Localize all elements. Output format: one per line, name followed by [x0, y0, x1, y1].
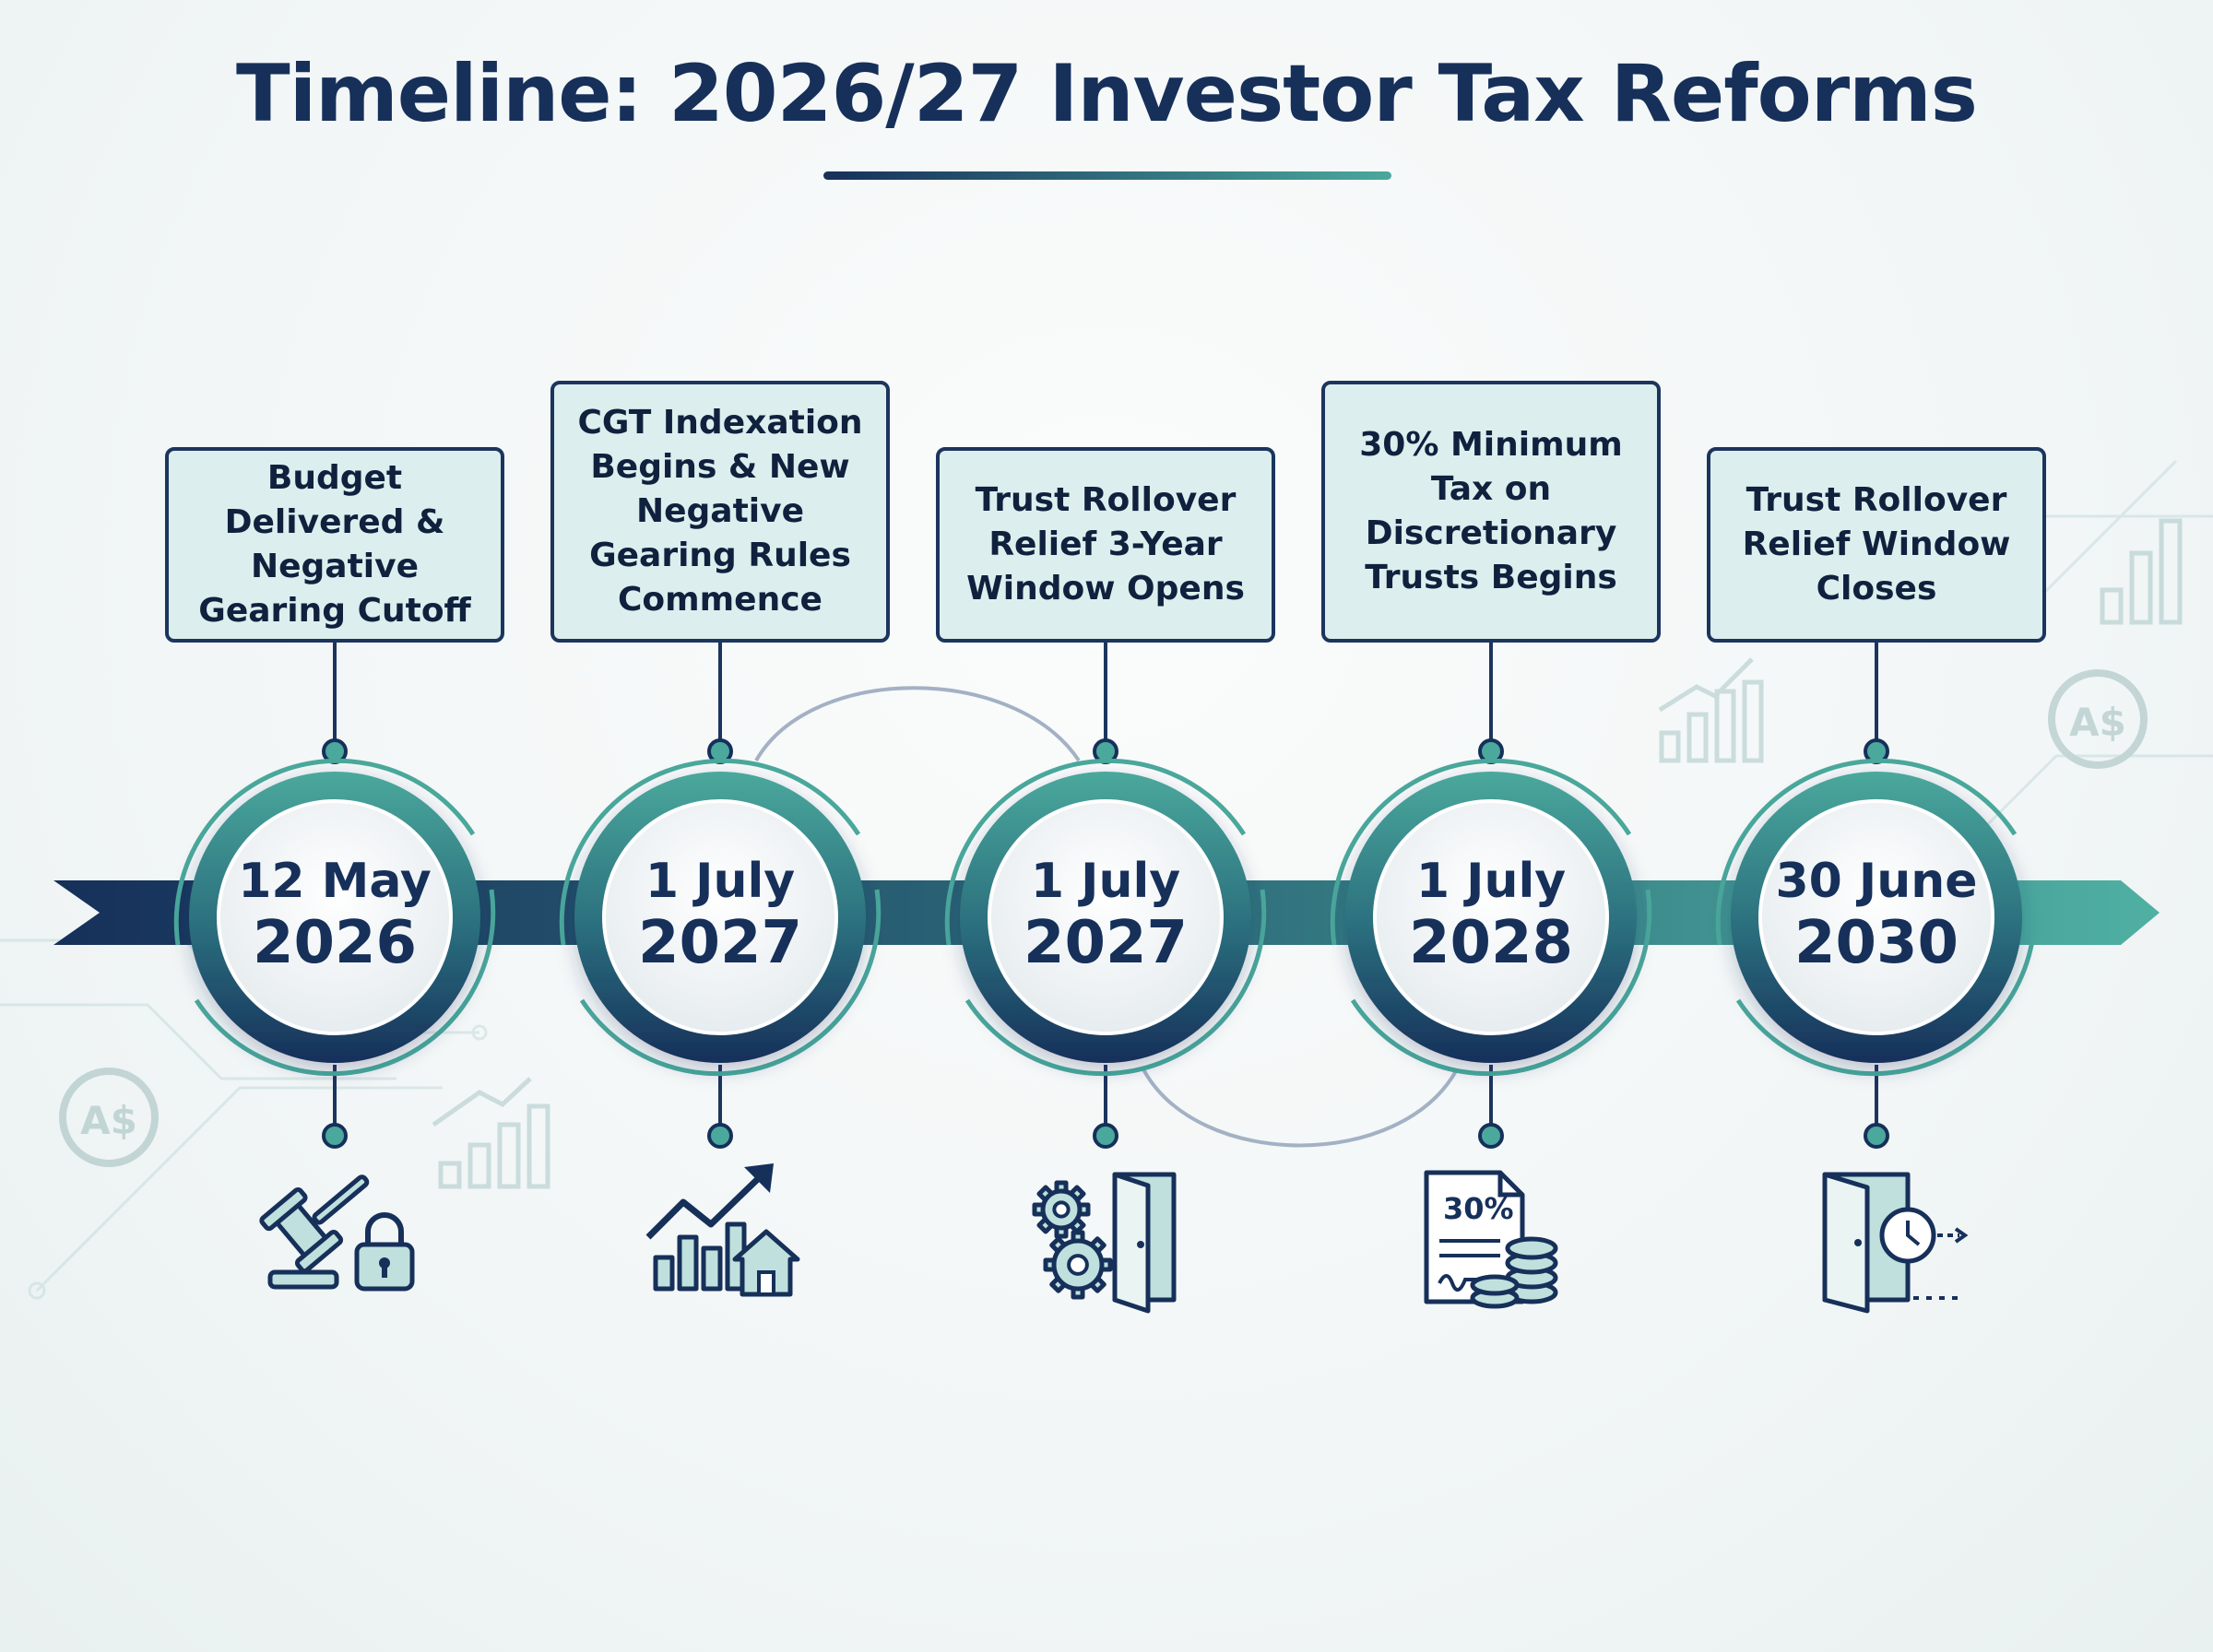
bar-chart-decor-left	[432, 1077, 550, 1189]
date-year: 2027	[1023, 909, 1189, 977]
date-year: 2026	[252, 909, 418, 977]
date-year: 2030	[1793, 909, 1959, 977]
currency-coin-right	[2048, 669, 2148, 769]
gavel-lock-icon	[259, 1174, 415, 1292]
currency-symbol-right: A$	[2069, 700, 2126, 745]
growth-house-icon	[645, 1163, 800, 1297]
date-day-month: 1 July	[1030, 854, 1181, 909]
date-medallion	[173, 758, 496, 1077]
currency-coin-left	[59, 1068, 159, 1167]
date-medallion	[944, 758, 1267, 1077]
connector-dot	[1864, 1123, 1889, 1149]
connector-dot	[1093, 1123, 1118, 1149]
date-day-month: 30 June	[1775, 854, 1978, 909]
milestone-label-box: Budget Delivered & Negative Gearing Cuto…	[165, 447, 504, 643]
date-medallion	[1330, 758, 1652, 1077]
date-year: 2027	[637, 909, 803, 977]
door-clock-icon	[1822, 1172, 1969, 1314]
milestone-label: CGT Indexation Begins & New Negative Gea…	[577, 404, 863, 619]
milestone-label: 30% Minimum Tax on Discretionary Trusts …	[1359, 426, 1623, 596]
milestones-layer: 30%	[173, 643, 2038, 1314]
page-title: Timeline: 2026/27 Investor Tax Reforms	[236, 48, 1978, 140]
currency-symbol-left: A$	[80, 1098, 137, 1143]
date-medallion	[559, 758, 882, 1077]
date-day-month: 1 July	[1415, 854, 1567, 909]
milestone-label: Trust Rollover Relief 3-Year Window Open…	[966, 481, 1245, 608]
milestone: 30%	[1330, 643, 1652, 1309]
milestone-label-box: CGT Indexation Begins & New Negative Gea…	[550, 381, 890, 643]
connector-dot	[707, 1123, 733, 1149]
milestone-label-box: Trust Rollover Relief Window Closes	[1707, 447, 2046, 643]
connector-dot	[322, 1123, 348, 1149]
date-medallion	[1715, 758, 2038, 1077]
connector-dot	[1478, 1123, 1504, 1149]
milestone-label-box: 30% Minimum Tax on Discretionary Trusts …	[1321, 381, 1661, 643]
milestone-label: Trust Rollover Relief Window Closes	[1742, 481, 2011, 608]
date-day-month: 12 May	[238, 854, 432, 909]
milestone-label-box: Trust Rollover Relief 3-Year Window Open…	[936, 447, 1275, 643]
title-underline	[823, 171, 1391, 180]
tax-percent-text: 30%	[1443, 1191, 1514, 1226]
milestone-label: Budget Delivered & Negative Gearing Cuto…	[198, 459, 471, 630]
milestone	[559, 643, 882, 1297]
milestone	[1715, 643, 2038, 1314]
date-day-month: 1 July	[645, 854, 796, 909]
connector-arcs	[754, 686, 1459, 1148]
date-year: 2028	[1408, 909, 1574, 977]
gears-door-icon	[1032, 1172, 1177, 1314]
tax-document-coins-icon: 30%	[1424, 1170, 1558, 1309]
bar-chart-decor-right	[1658, 518, 2183, 763]
milestone	[173, 643, 496, 1292]
milestone	[944, 643, 1267, 1314]
